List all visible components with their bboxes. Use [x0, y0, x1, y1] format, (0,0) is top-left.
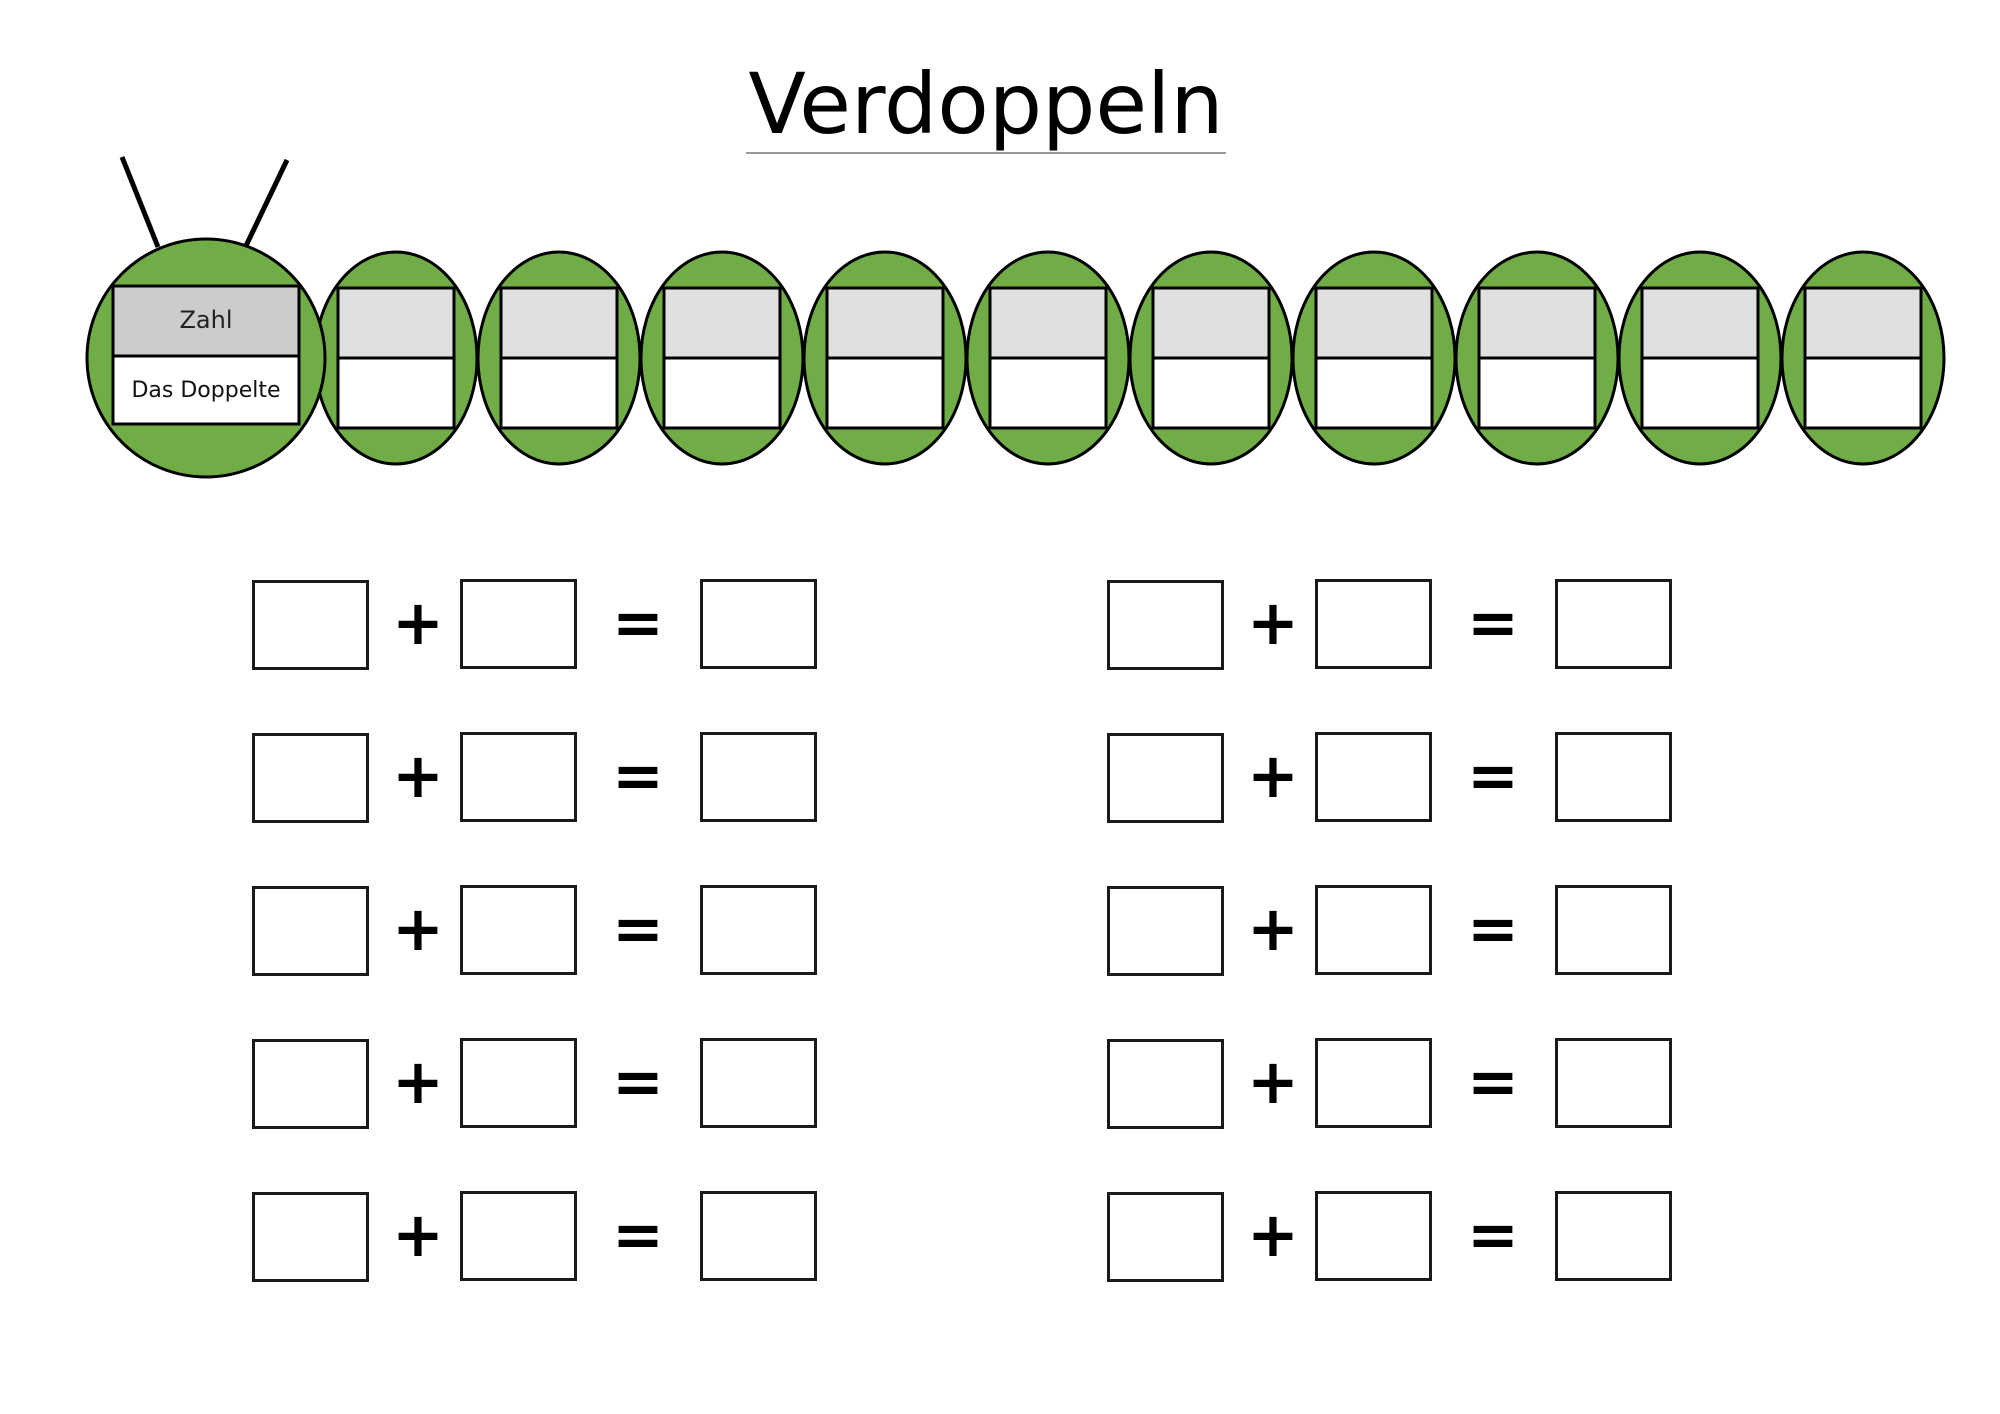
addend-box-2[interactable]	[1315, 885, 1432, 975]
caterpillar	[85, 156, 1946, 479]
addend-box-2[interactable]	[1315, 1191, 1432, 1281]
segment-cell-double[interactable]	[1640, 356, 1760, 430]
caterpillar-segment	[1291, 250, 1457, 466]
caterpillar-segment	[1128, 250, 1294, 466]
plus-sign: +	[392, 739, 444, 812]
segment-cell-double[interactable]	[499, 356, 619, 430]
addend-box-1[interactable]	[1107, 1039, 1224, 1129]
sum-box[interactable]	[700, 1038, 817, 1128]
addend-box-1[interactable]	[1107, 886, 1224, 976]
caterpillar-segment	[965, 250, 1131, 466]
sum-box[interactable]	[1555, 885, 1672, 975]
sum-box[interactable]	[700, 1191, 817, 1281]
sum-box[interactable]	[700, 885, 817, 975]
segment-cell-number[interactable]	[499, 286, 619, 360]
plus-sign: +	[1247, 586, 1299, 659]
segment-cell-double[interactable]	[662, 356, 782, 430]
sum-box[interactable]	[1555, 1038, 1672, 1128]
sum-box[interactable]	[1555, 1191, 1672, 1281]
addend-box-1[interactable]	[252, 886, 369, 976]
plus-sign: +	[1247, 739, 1299, 812]
equals-sign: =	[1467, 892, 1519, 965]
sum-box[interactable]	[700, 579, 817, 669]
plus-sign: +	[1247, 892, 1299, 965]
head-label-number: Zahl	[179, 306, 233, 334]
caterpillar-segments	[313, 250, 1946, 466]
segment-cell-double[interactable]	[1314, 356, 1434, 430]
plus-sign: +	[1247, 1045, 1299, 1118]
equals-sign: =	[1467, 739, 1519, 812]
addend-box-2[interactable]	[460, 732, 577, 822]
plus-sign: +	[392, 586, 444, 659]
plus-sign: +	[392, 1045, 444, 1118]
caterpillar-segment	[1617, 250, 1783, 466]
segment-cell-number[interactable]	[1314, 286, 1434, 360]
addend-box-2[interactable]	[460, 1191, 577, 1281]
segment-cell-number[interactable]	[825, 286, 945, 360]
addend-box-2[interactable]	[460, 1038, 577, 1128]
segment-cell-double[interactable]	[336, 356, 456, 430]
caterpillar-segment	[476, 250, 642, 466]
caterpillar-segment	[1454, 250, 1620, 466]
head-cell-double[interactable]	[111, 354, 301, 426]
equals-sign: =	[1467, 1045, 1519, 1118]
equals-sign: =	[612, 739, 664, 812]
equals-sign: =	[1467, 1198, 1519, 1271]
head-label-double: Das Doppelte	[131, 377, 281, 403]
worksheet-title-text: Verdoppeln	[746, 55, 1226, 155]
caterpillar-segment	[313, 250, 479, 466]
caterpillar-segment	[802, 250, 968, 466]
segment-cell-number[interactable]	[1151, 286, 1271, 360]
caterpillar-head	[85, 156, 327, 479]
addend-box-1[interactable]	[1107, 1192, 1224, 1282]
segment-cell-number[interactable]	[1477, 286, 1597, 360]
addend-box-1[interactable]	[1107, 733, 1224, 823]
antenna-left	[119, 156, 161, 248]
segment-cell-double[interactable]	[1477, 356, 1597, 430]
caterpillar-segment	[639, 250, 805, 466]
sum-box[interactable]	[700, 732, 817, 822]
segment-cell-number[interactable]	[1803, 286, 1923, 360]
segment-cell-number[interactable]	[988, 286, 1108, 360]
sum-box[interactable]	[1555, 579, 1672, 669]
equals-sign: =	[1467, 586, 1519, 659]
segment-cell-double[interactable]	[825, 356, 945, 430]
segment-cell-double[interactable]	[1151, 356, 1271, 430]
addend-box-1[interactable]	[1107, 580, 1224, 670]
addend-box-1[interactable]	[252, 733, 369, 823]
equals-sign: =	[612, 1198, 664, 1271]
addend-box-2[interactable]	[1315, 1038, 1432, 1128]
segment-cell-number[interactable]	[662, 286, 782, 360]
segment-cell-double[interactable]	[1803, 356, 1923, 430]
segment-cell-double[interactable]	[988, 356, 1108, 430]
plus-sign: +	[392, 1198, 444, 1271]
addend-box-1[interactable]	[252, 1039, 369, 1129]
addend-box-2[interactable]	[1315, 579, 1432, 669]
addend-box-2[interactable]	[460, 579, 577, 669]
addend-box-2[interactable]	[1315, 732, 1432, 822]
equals-sign: =	[612, 586, 664, 659]
addend-box-1[interactable]	[252, 580, 369, 670]
segment-cell-number[interactable]	[336, 286, 456, 360]
head-cell-number[interactable]	[111, 284, 301, 358]
addend-box-2[interactable]	[460, 885, 577, 975]
equals-sign: =	[612, 1045, 664, 1118]
plus-sign: +	[392, 892, 444, 965]
equals-sign: =	[612, 892, 664, 965]
plus-sign: +	[1247, 1198, 1299, 1271]
caterpillar-segment	[1780, 250, 1946, 466]
antenna-right	[241, 158, 290, 252]
segment-cell-number[interactable]	[1640, 286, 1760, 360]
worksheet-title: Verdoppeln	[0, 55, 1972, 155]
sum-box[interactable]	[1555, 732, 1672, 822]
addend-box-1[interactable]	[252, 1192, 369, 1282]
